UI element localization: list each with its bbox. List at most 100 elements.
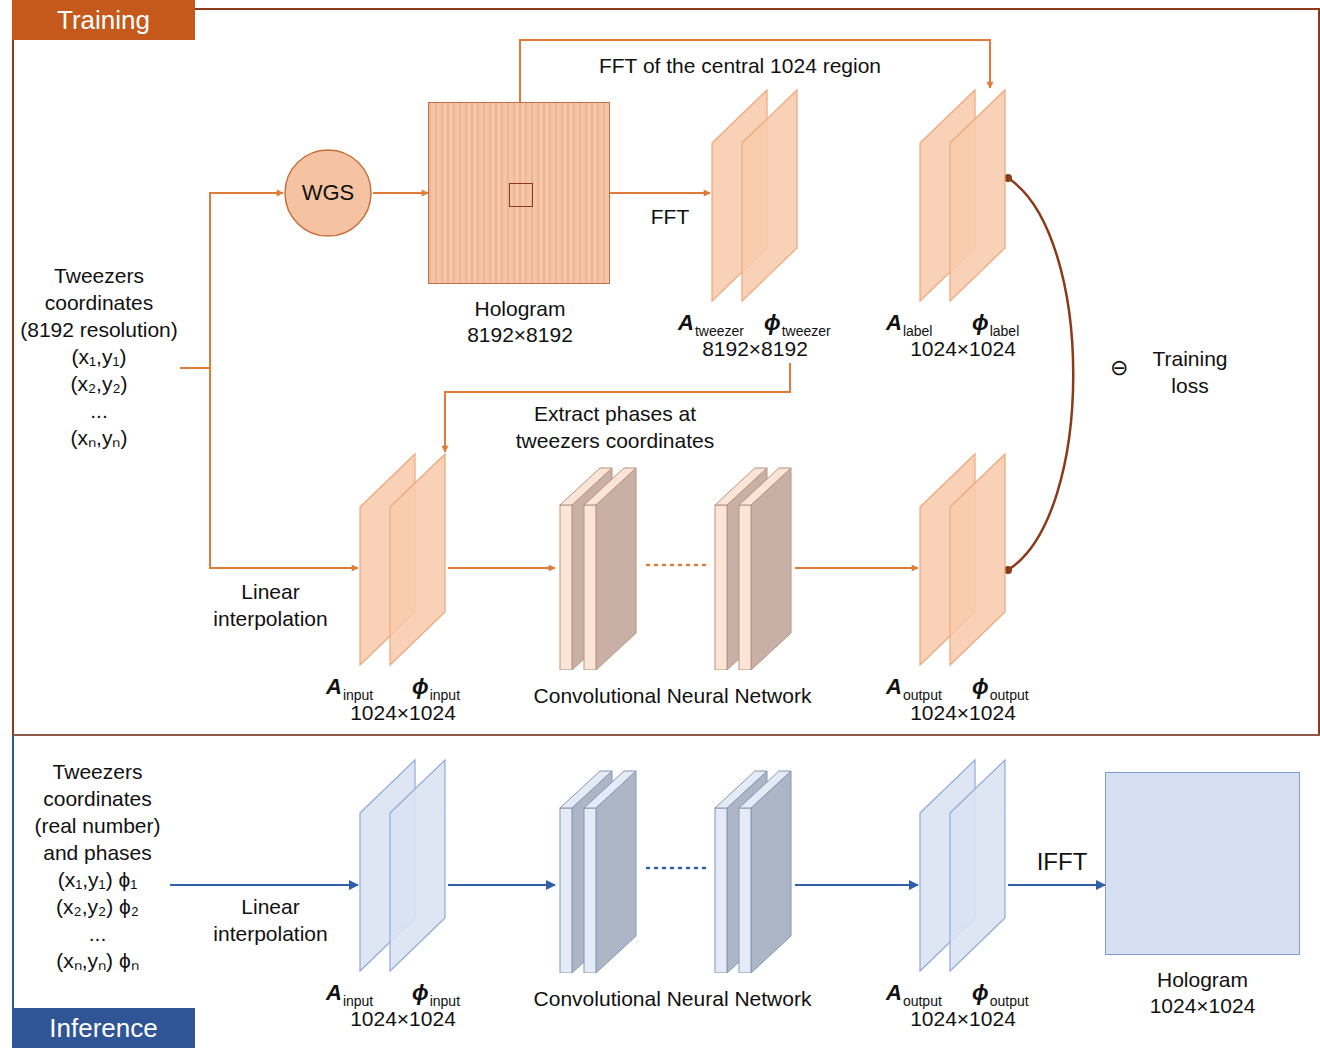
network-name: Convolutional Neural Network [510,986,835,1012]
subscript: input [430,687,460,703]
edge-label: IFFT [1030,848,1094,875]
symbol: ϕ [972,980,989,1005]
operator-symbol: ⊖ [1110,354,1128,381]
coordinate-entry: (x₂,y₂) [18,370,180,397]
coordinate-entry: ... [25,920,170,947]
input-title: Tweezers coordinates (8192 resolution) [18,262,180,343]
edge-label: Linear interpolation [203,893,338,947]
plane-pair [918,452,1008,667]
symbol: A [678,310,694,335]
edge-label: Extract phases at tweezers coordinates [495,400,735,454]
resolution-label: 1024×1024 [878,700,1048,726]
coordinate-entry: (x₂,y₂) ϕ₂ [25,893,170,920]
amplitude-symbol: Aoutput [886,980,942,1008]
hologram: Hologram1024×1024 [1095,772,1310,1021]
connector-arrow [610,192,710,194]
symbol: A [886,980,902,1005]
plane-pair [358,452,448,667]
plane-pair [918,88,1008,303]
symbol: ϕ [412,980,429,1005]
connector-arrow [445,363,790,452]
resolution-label: 1024×1024 [878,1006,1048,1032]
symbol: A [326,674,342,699]
symbol: ϕ [764,310,781,335]
hologram-label: Hologram [420,296,620,322]
input-title: Tweezers coordinates (real number) and p… [25,758,170,866]
resolution-label: 8192×8192 [420,322,620,348]
symbol: ϕ [972,674,989,699]
symbol: A [326,980,342,1005]
phase-symbol: ϕtweezer [764,310,831,338]
amplitude-phase-planes: Alabelϕlabel1024×1024 [878,88,1048,363]
section-tab: Training [12,0,195,40]
connector-arrow [180,368,358,568]
connector-arrow [795,567,918,569]
connector-arrow [1008,884,1105,886]
subscript: label [903,323,933,339]
hologram-square [1105,772,1300,955]
subscript: input [343,687,373,703]
connector-arrow [180,193,283,368]
amplitude-phase-planes: Ainputϕinput1024×1024 [318,452,488,727]
plane-pair [918,758,1008,973]
subscript: output [990,993,1029,1009]
connector-arrow [170,884,358,886]
phase-symbol: ϕinput [412,980,460,1008]
coordinate-entry: (xₙ,yₙ) [18,424,180,451]
plane-pair [710,88,800,303]
amplitude-symbol: Alabel [886,310,932,338]
amplitude-phase-planes: Aoutputϕoutput1024×1024 [878,758,1048,1033]
symbol: ϕ [972,310,989,335]
amplitude-phase-planes: Aoutputϕoutput1024×1024 [878,452,1048,727]
section-tab: Inference [12,1008,195,1048]
subscript: output [903,687,942,703]
connector-arrow [448,567,555,569]
resolution-label: 1024×1024 [1095,993,1310,1019]
amplitude-phase-planes: Ainputϕinput1024×1024 [318,758,488,1033]
subscript: input [430,993,460,1009]
subscript: tweezer [782,323,831,339]
coordinate-entry: (xₙ,yₙ) ϕₙ [25,947,170,974]
inference-panel: Inference Tweezers coordinates (real numb… [12,734,1320,1048]
subscript: tweezer [695,323,744,339]
edge-label: FFT [640,203,700,230]
connector-arrow [448,884,555,886]
coordinate-entry: ... [18,397,180,424]
resolution-label: 1024×1024 [318,1006,488,1032]
coordinate-list: Tweezers coordinates (real number) and p… [25,758,170,974]
wgs-circle: WGS [283,148,373,238]
phase-symbol: ϕinput [412,674,460,702]
layer-stack [555,465,795,670]
training-panel: TrainingTweezers coordinates (8192 resol… [12,8,1320,734]
connector-arrow [1008,178,1073,570]
hologram: Hologram8192×8192 [420,102,620,350]
subscript: label [990,323,1020,339]
phase-symbol: ϕlabel [972,310,1019,338]
coordinate-list: Tweezers coordinates (8192 resolution) (x… [18,262,180,451]
resolution-label: 1024×1024 [318,700,488,726]
cnn-block: Convolutional Neural Network [510,465,835,715]
connector-arrow [795,884,918,886]
amplitude-symbol: Aoutput [886,674,942,702]
edge-label: Training loss [1140,345,1240,399]
coordinate-entry: (x₁,y₁) ϕ₁ [25,866,170,893]
central-region-mark [509,183,533,207]
resolution-label: 8192×8192 [670,336,840,362]
edge-label: Linear interpolation [203,578,338,632]
hologram-square [428,102,610,284]
amplitude-symbol: Ainput [326,674,373,702]
algorithm-name: WGS [283,180,373,206]
phase-symbol: ϕoutput [972,980,1029,1008]
connector-arrow [373,192,428,194]
amplitude-symbol: Ainput [326,980,373,1008]
plane-pair [358,758,448,973]
amplitude-symbol: Atweezer [678,310,744,338]
phase-symbol: ϕoutput [972,674,1029,702]
amplitude-phase-planes: Atweezerϕtweezer8192×8192 [670,88,840,363]
symbol: ϕ [412,674,429,699]
edge-label: FFT of the central 1024 region [560,52,920,79]
subscript: output [903,993,942,1009]
subscript: output [990,687,1029,703]
hologram-label: Hologram [1095,967,1310,993]
